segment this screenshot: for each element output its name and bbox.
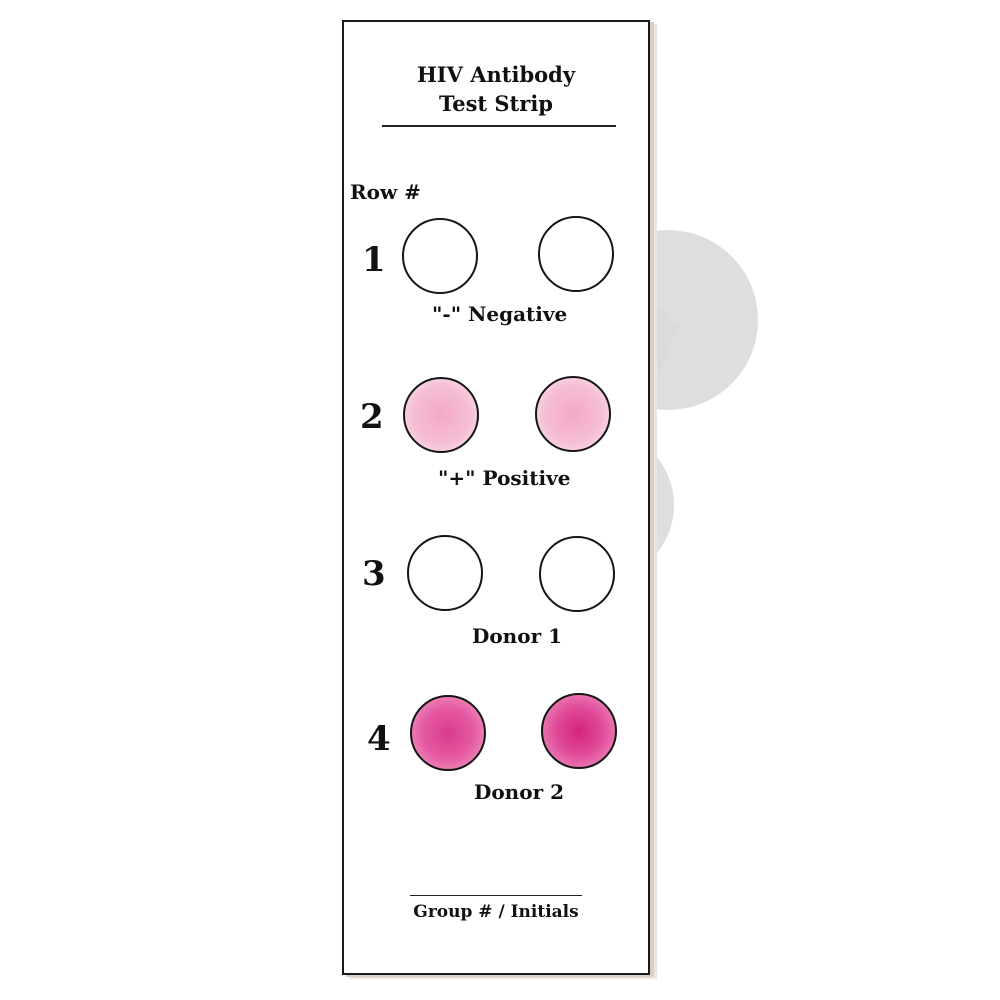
row-number-header: Row #: [350, 180, 421, 204]
row-label-donor-1: Donor 1: [472, 624, 562, 648]
test-strip-card: [342, 20, 650, 975]
well-row3-right: [539, 536, 615, 612]
row-label-donor-2: Donor 2: [474, 780, 564, 804]
well-row4-right: [541, 693, 617, 769]
group-initials-label: Group # / Initials: [413, 902, 579, 922]
well-row2-right: [535, 376, 611, 452]
title-line-2: Test Strip: [438, 91, 553, 116]
signature-line: [410, 895, 582, 896]
title-line-1: HIV Antibody: [416, 62, 576, 87]
well-row1-left: [402, 218, 478, 294]
well-row3-left: [407, 535, 483, 611]
row-label-negative-control: "-" Negative: [432, 302, 568, 326]
well-row1-right: [538, 216, 614, 292]
strip-title: HIV Antibody Test Strip: [342, 60, 650, 118]
row-number-3: 3: [362, 554, 386, 594]
row-label-positive-control: "+" Positive: [438, 466, 571, 490]
row-number-2: 2: [360, 397, 384, 437]
well-row4-left: [410, 695, 486, 771]
well-row2-left: [403, 377, 479, 453]
title-divider: [382, 125, 616, 127]
row-number-4: 4: [367, 719, 391, 759]
row-number-1: 1: [362, 240, 386, 280]
